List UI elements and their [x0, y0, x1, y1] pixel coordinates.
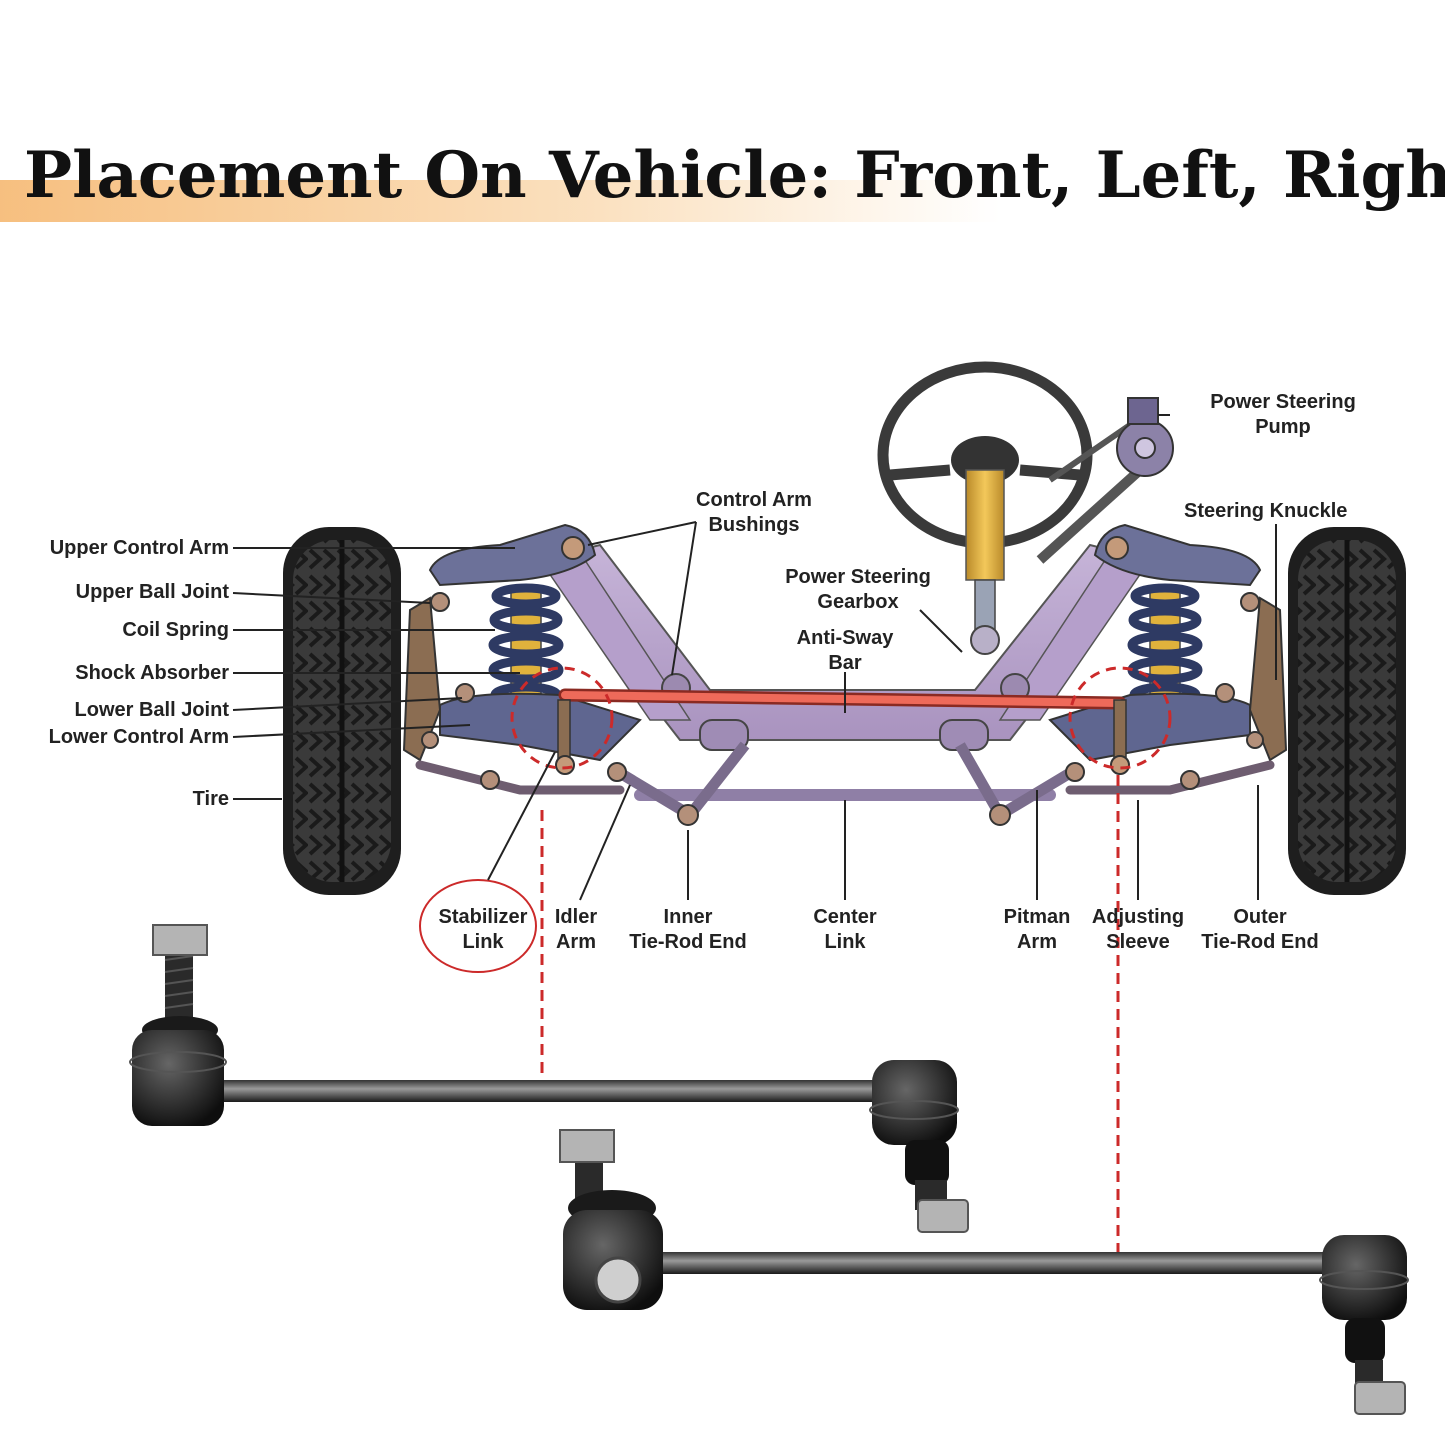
label-lower-control-arm: Lower Control Arm [48, 726, 229, 748]
label-tire: Tire [192, 788, 229, 810]
label-lower-ball-joint: Lower Ball Joint [74, 699, 229, 721]
lower-control-arms [439, 683, 1251, 762]
label-upper-control-arm: Upper Control Arm [49, 537, 229, 559]
right-tire [1288, 527, 1406, 895]
page-title: Placement On Vehicle: Front, Left, Right [24, 138, 1445, 213]
stabilizer-link-highlights [419, 666, 1172, 973]
title-highlight-band [0, 180, 1000, 222]
stabilizer-link-product-2 [559, 1129, 1409, 1415]
stabilizer-link-product-1 [129, 924, 969, 1233]
label-upper-ball-joint: Upper Ball Joint [75, 581, 229, 603]
steering-linkage [415, 731, 1275, 826]
label-coil-spring: Coil Spring [122, 619, 229, 641]
anti-sway-bar [555, 688, 1130, 775]
left-tire [283, 527, 401, 895]
upper-control-arms [428, 523, 1262, 587]
label-steering-knuckle: Steering Knuckle [1184, 500, 1348, 522]
power-steering-pump [1036, 397, 1174, 564]
leader-lines [232, 414, 1277, 901]
steering-wheel [877, 361, 1093, 655]
label-shock-absorber: Shock Absorber [75, 662, 229, 684]
